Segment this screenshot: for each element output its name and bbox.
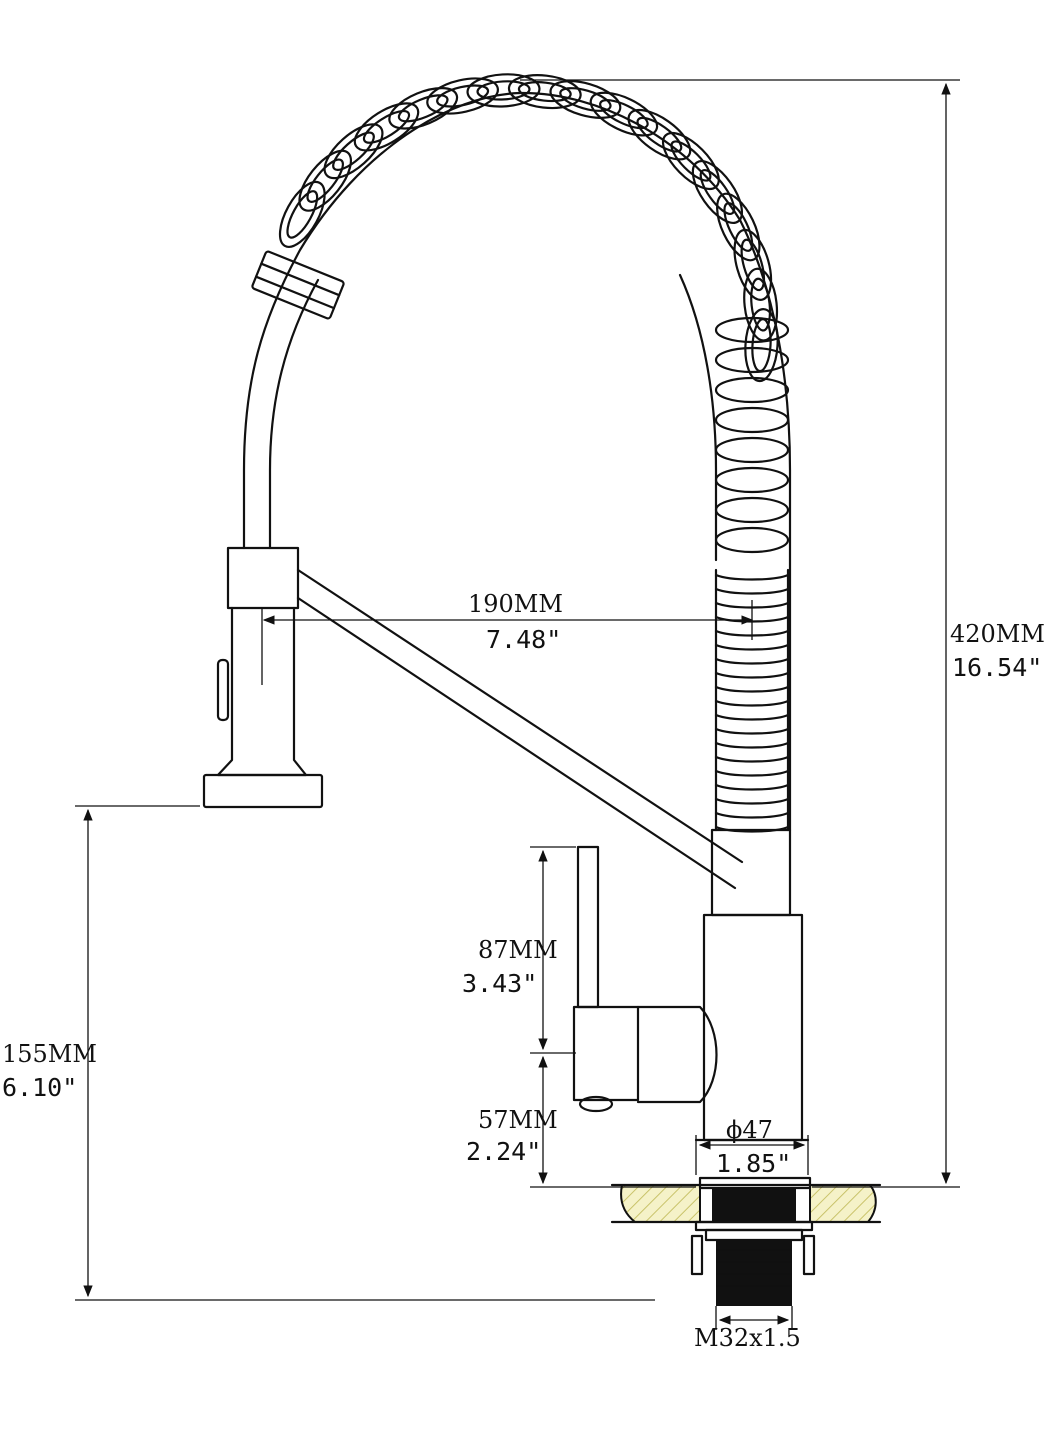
tight-coil bbox=[714, 811, 790, 819]
spring-coil bbox=[278, 73, 779, 383]
coil-loop bbox=[714, 466, 790, 494]
spray-head bbox=[202, 546, 324, 809]
hose-collar bbox=[251, 250, 345, 320]
coil-loop bbox=[353, 102, 420, 152]
coil-loop-inner bbox=[723, 202, 754, 252]
coil-loop-inner bbox=[740, 238, 766, 292]
coil-loop bbox=[714, 526, 790, 554]
handle-height-imperial: 2.24" bbox=[466, 1137, 541, 1166]
coil-loop-inner bbox=[306, 158, 344, 203]
height-imperial: 16.54" bbox=[952, 653, 1042, 682]
coil-loop bbox=[298, 149, 352, 212]
coil-loop bbox=[466, 73, 541, 108]
coil-loop bbox=[714, 406, 790, 434]
tight-coil bbox=[714, 755, 790, 763]
faucet-outline bbox=[202, 73, 882, 1306]
dimension-labels: 190MM 7.48" 420MM 16.54" 155MM 6.10" 87M… bbox=[2, 590, 1045, 1352]
clearance-metric: 155MM bbox=[2, 1040, 97, 1068]
coil-loop bbox=[507, 74, 582, 110]
coil-loop bbox=[714, 496, 790, 524]
coil-loop-inner bbox=[599, 99, 649, 130]
handle-length-metric: 87MM bbox=[478, 936, 558, 964]
coil-loop-inner bbox=[670, 140, 712, 182]
coil-loop-inner bbox=[476, 80, 531, 101]
thread-metric: M32x1.5 bbox=[694, 1324, 801, 1352]
coil-loop bbox=[323, 123, 384, 180]
coil-loop bbox=[714, 346, 790, 374]
dimension-lines bbox=[75, 79, 960, 1330]
coil-loop-inner bbox=[636, 116, 683, 153]
faucet-handle bbox=[572, 845, 718, 1113]
coil-loop-inner bbox=[750, 277, 772, 332]
tight-coil bbox=[714, 727, 790, 735]
coil-loop bbox=[714, 436, 790, 464]
clearance-imperial: 6.10" bbox=[2, 1073, 77, 1102]
reach-imperial: 7.48" bbox=[486, 625, 561, 654]
coil-loop bbox=[589, 91, 659, 137]
coil-loop-inner bbox=[362, 109, 411, 144]
tight-coil bbox=[714, 797, 790, 805]
tight-coil bbox=[714, 769, 790, 777]
coil-loop bbox=[716, 192, 761, 262]
tight-coil bbox=[714, 671, 790, 679]
coil-loop bbox=[627, 108, 692, 161]
coil-loop-inner bbox=[332, 131, 375, 171]
coil-loop-inner bbox=[559, 87, 612, 112]
tight-coil bbox=[714, 657, 790, 665]
reach-metric: 190MM bbox=[468, 590, 563, 618]
coil-loop-inner bbox=[397, 94, 449, 123]
countertop-section bbox=[610, 1176, 882, 1306]
handle-height-metric: 57MM bbox=[478, 1106, 558, 1134]
tight-coil bbox=[714, 643, 790, 651]
tight-coil bbox=[714, 699, 790, 707]
coil-loop bbox=[388, 86, 459, 130]
coil-loop bbox=[549, 80, 622, 119]
coil-loop bbox=[691, 160, 743, 224]
coil-loop-inner bbox=[517, 81, 572, 103]
coil-loop bbox=[662, 131, 720, 191]
coil-loop-inner bbox=[751, 318, 772, 373]
handle-length-imperial: 3.43" bbox=[462, 969, 537, 998]
coil-loop bbox=[733, 228, 773, 301]
coil-loop-inner bbox=[286, 190, 319, 239]
tight-coil bbox=[714, 685, 790, 693]
tight-coil bbox=[714, 783, 790, 791]
faucet-column bbox=[694, 828, 810, 1142]
tight-coil bbox=[714, 587, 790, 595]
coil-loop bbox=[714, 316, 790, 344]
coil-loop-inner bbox=[436, 84, 490, 108]
coil-loop bbox=[278, 180, 326, 248]
coil-loop bbox=[744, 308, 779, 383]
tight-coil bbox=[714, 713, 790, 721]
tight-coil bbox=[714, 573, 790, 581]
base-diameter-metric: ϕ47 bbox=[726, 1116, 773, 1144]
tight-coil bbox=[714, 741, 790, 749]
coil-loop bbox=[714, 376, 790, 404]
base-diameter-imperial: 1.85" bbox=[716, 1149, 791, 1178]
coil-loop bbox=[426, 77, 499, 115]
height-metric: 420MM bbox=[950, 620, 1045, 648]
lower-spring bbox=[714, 316, 790, 833]
tight-coil bbox=[714, 825, 790, 833]
coil-loop-inner bbox=[699, 169, 736, 215]
